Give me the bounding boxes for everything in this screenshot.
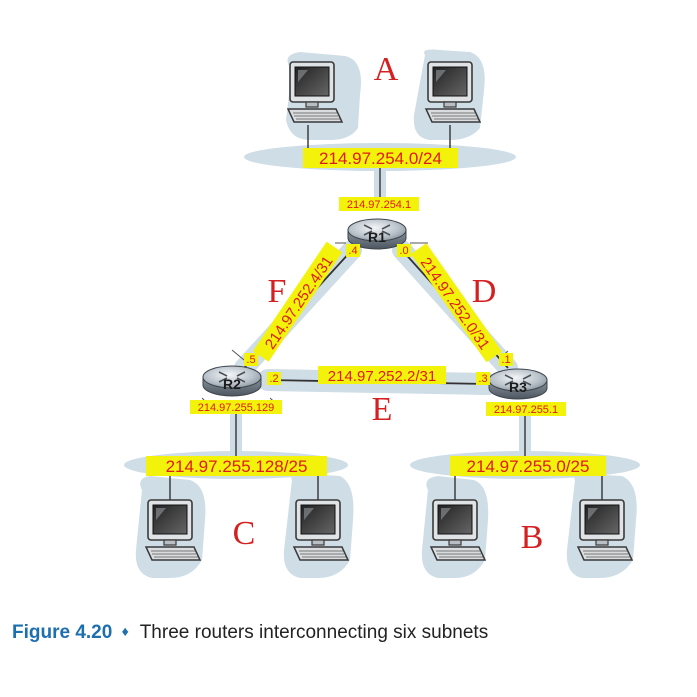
host-b2-computer-icon: [577, 499, 633, 561]
host-a2-computer-icon: [425, 61, 481, 123]
r2-e-iface: .2: [269, 373, 278, 385]
subnet-c-letter: C: [233, 515, 256, 552]
subnet-d-letter: D: [472, 273, 497, 310]
router-r3: R3: [488, 368, 548, 400]
subnet-f-label: 214.97.252.4/31: [252, 241, 343, 362]
subnet-c-address: 214.97.255.128/25: [166, 457, 308, 476]
router-r1-label: R1: [368, 229, 386, 245]
r3-e-iface: .3: [478, 373, 487, 385]
router-r3-label: R3: [509, 379, 527, 395]
r1-lan-iface-highlight: [339, 197, 419, 211]
r3-lan-iface-highlight: [486, 402, 566, 416]
subnet-b-address: 214.97.255.0/25: [467, 457, 590, 476]
subnet-e-letter: E: [372, 391, 393, 428]
subnet-b-lan: 214.97.255.0/25 B: [410, 412, 640, 578]
figure-number: Figure 4.20: [12, 622, 113, 643]
r2-lan-iface-highlight: [190, 400, 282, 414]
r2-f-iface: .5: [246, 354, 255, 366]
subnet-e-highlight: [318, 366, 446, 384]
diamond-icon: ♦: [121, 623, 129, 639]
router-r2: R2: [202, 365, 262, 397]
r2-e-iface-highlight: [267, 372, 281, 385]
r1-d-iface-highlight: [397, 244, 411, 257]
r3-d-iface: .1: [501, 354, 510, 366]
host-c1-computer-icon: [145, 499, 201, 561]
host-c2-computer-icon: [293, 499, 349, 561]
subnet-a-highlight: [303, 148, 458, 168]
r3-d-iface-highlight: [499, 353, 513, 366]
r3-e-iface-highlight: [476, 372, 490, 385]
r2-lan-iface: 214.97.255.129: [198, 402, 274, 414]
router-r2-label: R2: [223, 376, 241, 392]
subnet-b-letter: B: [521, 519, 544, 556]
r2-f-iface-highlight: [244, 353, 258, 366]
subnet-a-address: 214.97.254.0/24: [319, 149, 442, 168]
subnet-f-letter: F: [268, 273, 287, 310]
subnet-c-lan: 214.97.255.128/25 C: [124, 412, 354, 578]
r1-d-iface: .0: [399, 245, 408, 257]
r3-lan-iface: 214.97.255.1: [494, 404, 558, 416]
r1-lan-iface: 214.97.254.1: [347, 199, 411, 211]
subnet-c-highlight: [146, 456, 327, 476]
router-r1: R1: [347, 218, 407, 250]
subnet-a-lan: 214.97.254.0/24 A: [244, 49, 516, 210]
subnet-e-address: 214.97.252.2/31: [328, 368, 436, 385]
caption-text: Three routers interconnecting six subnet…: [139, 622, 489, 643]
r1-f-iface-highlight: [346, 244, 360, 257]
r1-f-iface: .4: [348, 245, 357, 257]
host-b1-computer-icon: [430, 499, 486, 561]
subnet-b-highlight: [450, 456, 606, 476]
host-a1-computer-icon: [287, 61, 343, 123]
figure-caption: Figure 4.20 ♦ Three routers interconnect…: [12, 622, 488, 644]
subnet-a-letter: A: [374, 51, 399, 88]
